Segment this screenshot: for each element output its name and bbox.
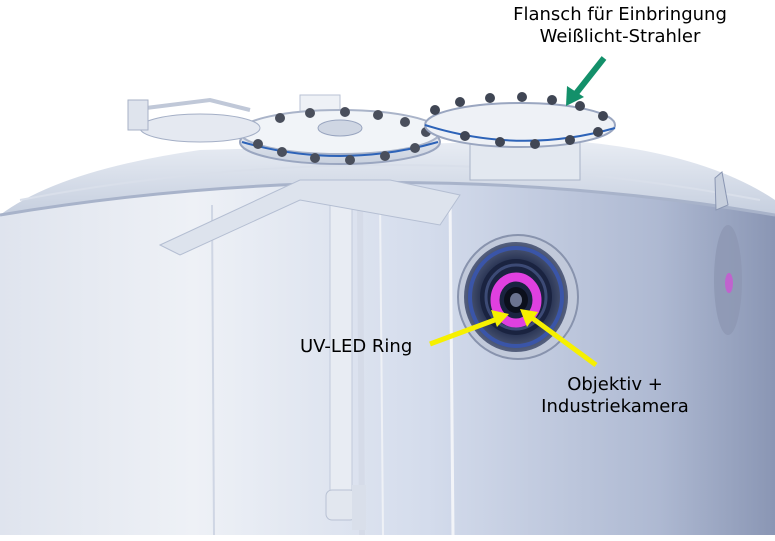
tank-wall [0,182,775,535]
uv-led-ring [490,272,542,328]
uv-ring-arrow [429,315,501,347]
camera-lens [510,293,522,307]
flange-arrow [571,56,607,98]
objective-arrow [526,312,598,368]
objective-label: Objektiv + Industriekamera [490,374,740,418]
flange-label-line2: Weißlicht-Strahler [539,26,701,47]
objective-label-line2: Industriekamera [541,396,689,417]
objective-label-line1: Objektiv + [567,374,663,395]
uv-ring-label: UV-LED Ring [300,336,413,357]
white-light-flange-label: Flansch für Einbringung Weißlicht-Strahl… [470,4,770,48]
tank-roof [0,140,775,215]
flange-label-line1: Flansch für Einbringung [513,4,727,25]
